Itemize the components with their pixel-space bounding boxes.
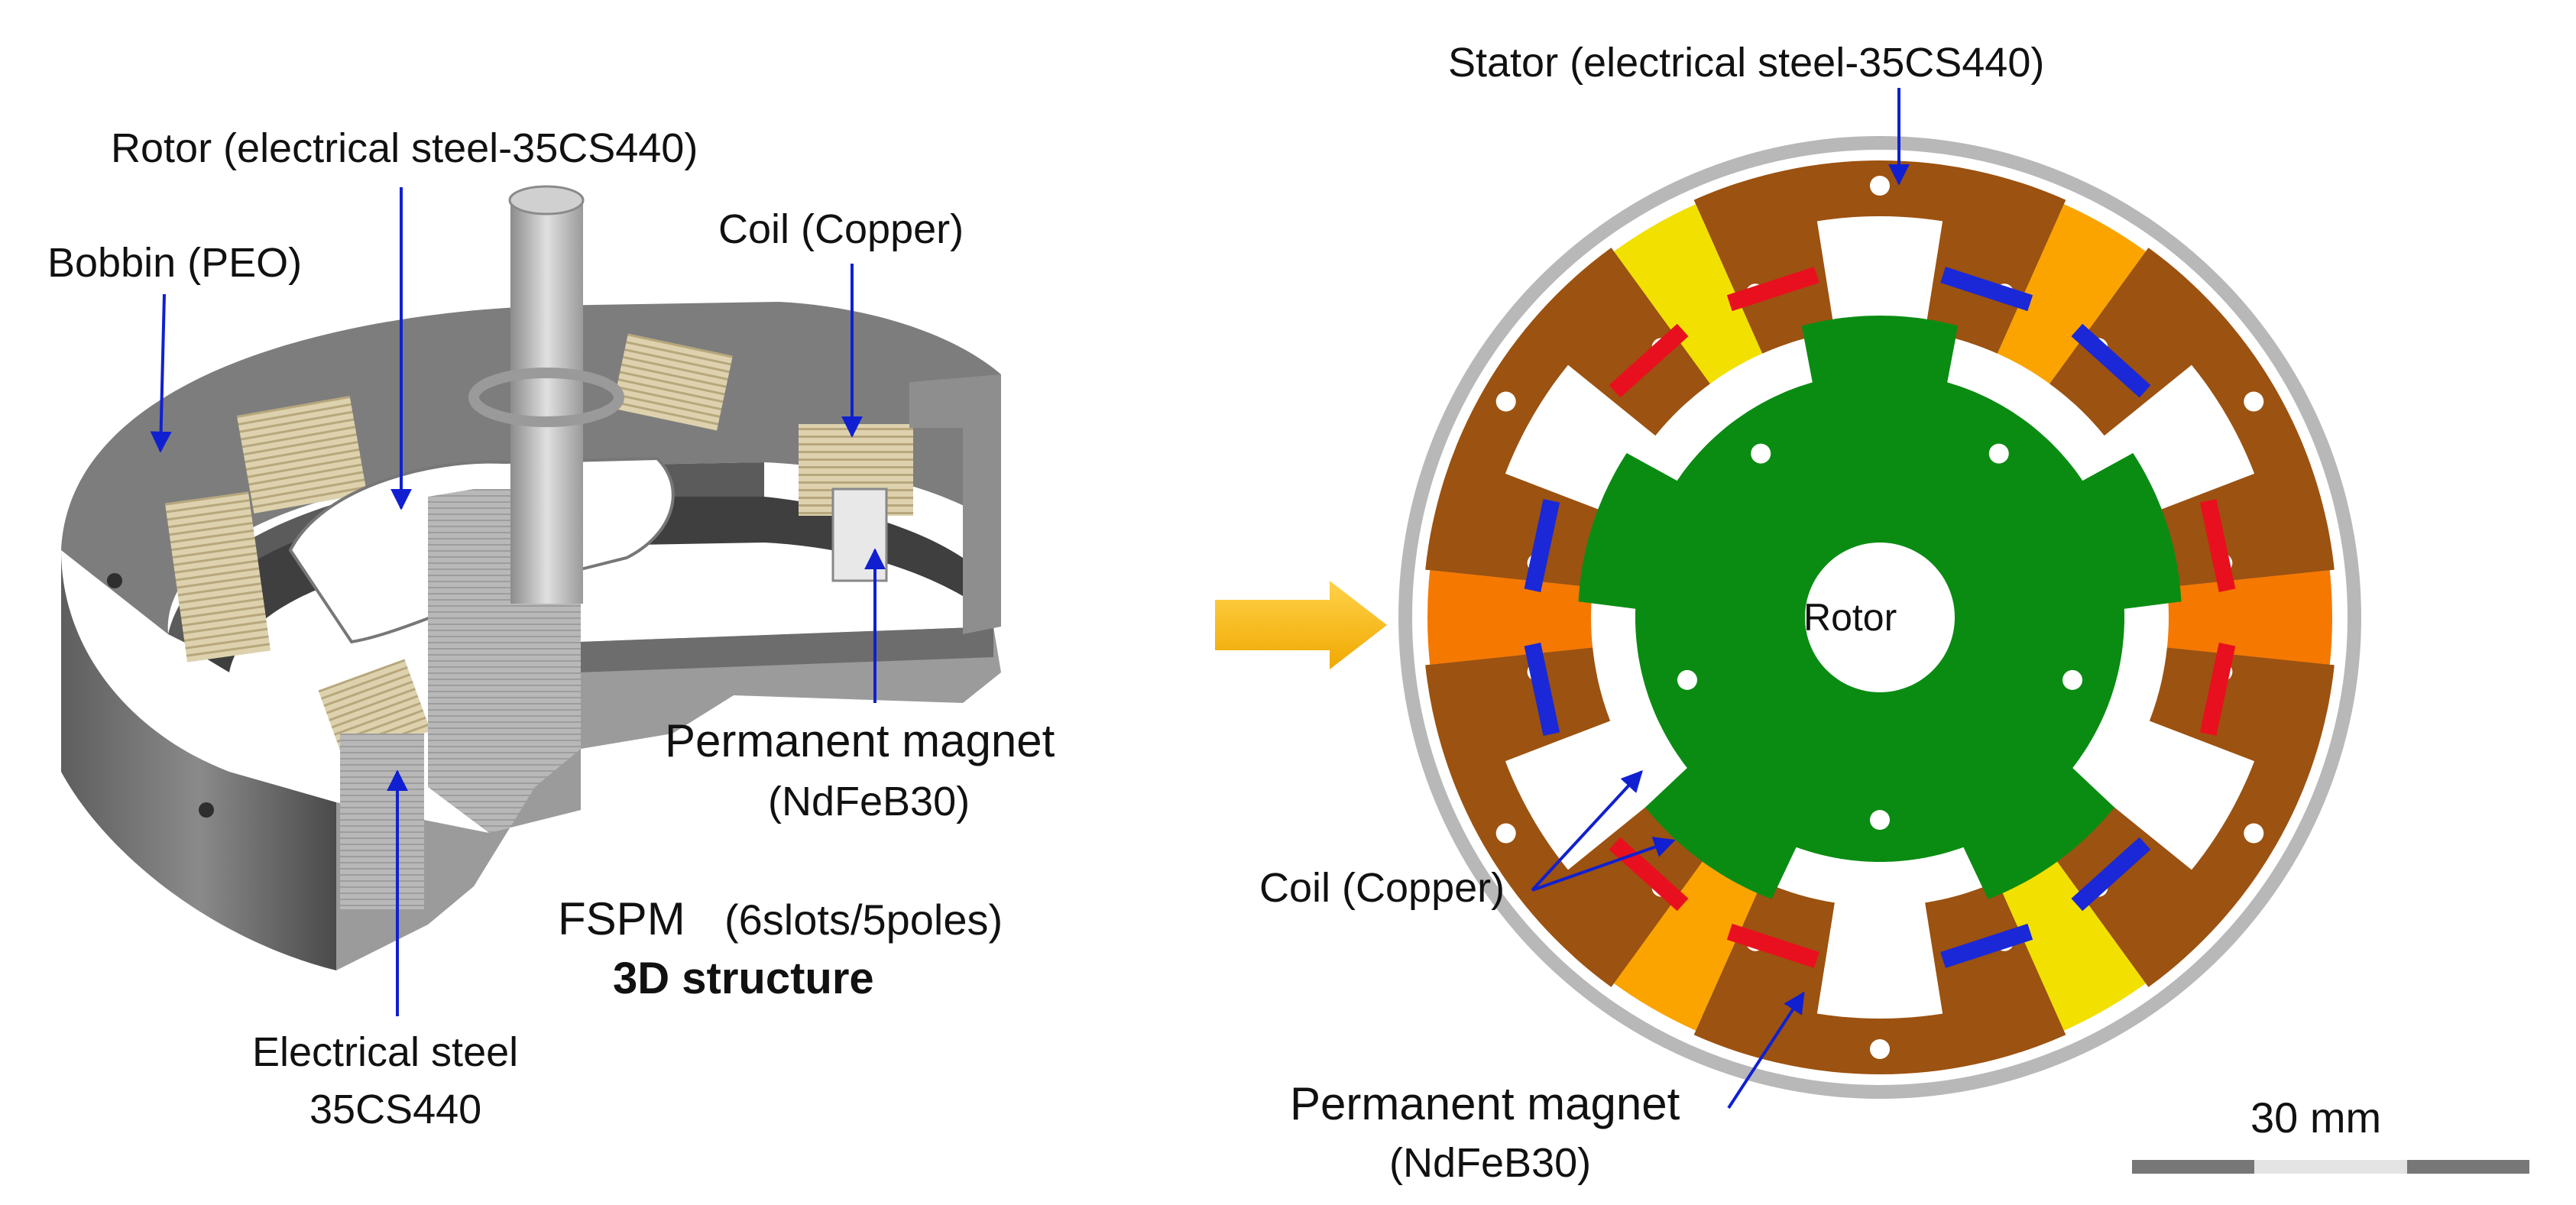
rotor-hole (1677, 669, 1697, 690)
bobbin-pointer (150, 293, 172, 453)
scale-bar-seg-3 (2407, 1160, 2529, 1174)
permanent-magnet (1427, 570, 1593, 665)
permanent-magnet (1997, 850, 2146, 1031)
housing-cut-face (909, 374, 1001, 634)
magnet-label-line1: Permanent magnet (665, 715, 1055, 766)
permanent-magnet (2166, 570, 2333, 665)
bobbin-label: Bobbin (PEO) (47, 240, 302, 286)
stator-bolt-hole (1495, 391, 1516, 412)
stator-flank (2049, 248, 2186, 403)
bobbin-top-surface (61, 302, 1001, 634)
transition-arrow (1215, 581, 1387, 669)
coil-conductor (1940, 923, 2033, 968)
rotor-hole (2062, 669, 2083, 690)
magnet-label-right-line2: (NdFeB30) (1389, 1140, 1591, 1186)
stator-label: Stator (electrical steel-35CS440) (1448, 40, 2044, 86)
coil-conductor (1609, 323, 1689, 398)
fspm-label: FSPM (558, 893, 685, 944)
rotor-hole (1870, 810, 1890, 830)
scale-bar-seg-1 (2132, 1160, 2254, 1174)
motor-cross-section (1398, 136, 2361, 1099)
right-labels: Stator (electrical steel-35CS440) Coil (… (1259, 40, 2381, 1186)
magnet-label-right-line1: Permanent magnet (1290, 1078, 1680, 1129)
rotor-label: Rotor (electrical steel-35CS440) (111, 125, 698, 171)
bolt-hole-1 (107, 573, 122, 588)
scale-bar-seg-2 (2254, 1160, 2407, 1174)
electrical-steel-block (340, 734, 424, 909)
lower-housing-section (336, 627, 1001, 970)
coil-conductor (1726, 267, 1819, 312)
stator-flank (1968, 183, 2066, 354)
stator-back-iron (2115, 659, 2335, 987)
coil-conductor (2199, 643, 2236, 736)
permanent-magnet (1997, 204, 2146, 384)
rotor-hole (1988, 443, 2009, 464)
stator-flank (2162, 522, 2335, 588)
stator-back-iron (2115, 248, 2335, 576)
stator-bolt-hole (1870, 1039, 1890, 1059)
magnet-pointer-right (1727, 991, 1805, 1109)
coil-block-1 (236, 395, 368, 514)
stator-flank (1693, 881, 1791, 1052)
stator-back-iron (1425, 659, 1644, 987)
coil-pointer-b (1531, 837, 1676, 892)
bolt-hole-2 (199, 802, 214, 818)
coil-conductor (2199, 499, 2236, 592)
structure-label: 3D structure (613, 954, 874, 1003)
stator-flank (2049, 831, 2186, 987)
coil-label: Coil (Copper) (718, 206, 964, 252)
stator-flank (1573, 248, 1710, 403)
stator-back-iron (1693, 983, 2066, 1074)
shaft-top (508, 185, 585, 215)
scale-bar-label: 30 mm (2250, 1093, 2381, 1142)
coil-pointer-a (1531, 769, 1643, 892)
bearing (468, 368, 624, 427)
coil-conductor (1940, 267, 2033, 312)
stator-flank (2162, 647, 2335, 713)
rotor-hole (1751, 443, 1771, 464)
stator-bolt-hole (2244, 823, 2264, 844)
coil-conductor (1726, 923, 1819, 968)
coil-conductor (1524, 499, 1560, 592)
stator-flank (1968, 881, 2066, 1052)
stator-bolt-hole (1870, 176, 1890, 196)
stator-back-iron (1693, 160, 2066, 251)
motor-3d-model (61, 185, 1001, 970)
slots-poles-label: (6slots/5poles) (724, 896, 1003, 944)
left-annotations (150, 187, 886, 1016)
shaft-hole (1805, 543, 1955, 692)
permanent-magnet (1614, 850, 1763, 1031)
magnet-label-line2: (NdFeB30) (768, 779, 970, 824)
scale-bar (2132, 1160, 2529, 1174)
lower-housing-shade (581, 627, 993, 672)
rotor-center-label: Rotor (1803, 596, 1897, 639)
coil-conductor (2071, 323, 2151, 398)
stator-flank (1693, 183, 1791, 354)
coil-conductor (1524, 643, 1560, 736)
left-labels: Rotor (electrical steel-35CS440) Bobbin … (47, 125, 1055, 1132)
coil-block-3 (164, 491, 271, 662)
steel-label-line1: Electrical steel (252, 1029, 518, 1075)
stator-back-iron (1425, 248, 1644, 576)
coil-block-2 (612, 333, 733, 431)
coil-conductor (2071, 837, 2151, 912)
steel-label-line2: 35CS440 (309, 1087, 481, 1132)
stator-flank (1425, 647, 1598, 713)
shaft (510, 199, 583, 604)
stator-bolt-hole (2244, 391, 2264, 412)
right-annotations (1531, 88, 1910, 1109)
stator-flank (1573, 831, 1710, 987)
coil-label-right: Coil (Copper) (1259, 865, 1505, 911)
permanent-magnet (1614, 204, 1763, 384)
bobbin-outer-wall (61, 550, 336, 970)
stator-bolt-hole (1495, 823, 1516, 844)
magnet-section-right (831, 488, 888, 582)
stator-flank (1425, 522, 1598, 588)
